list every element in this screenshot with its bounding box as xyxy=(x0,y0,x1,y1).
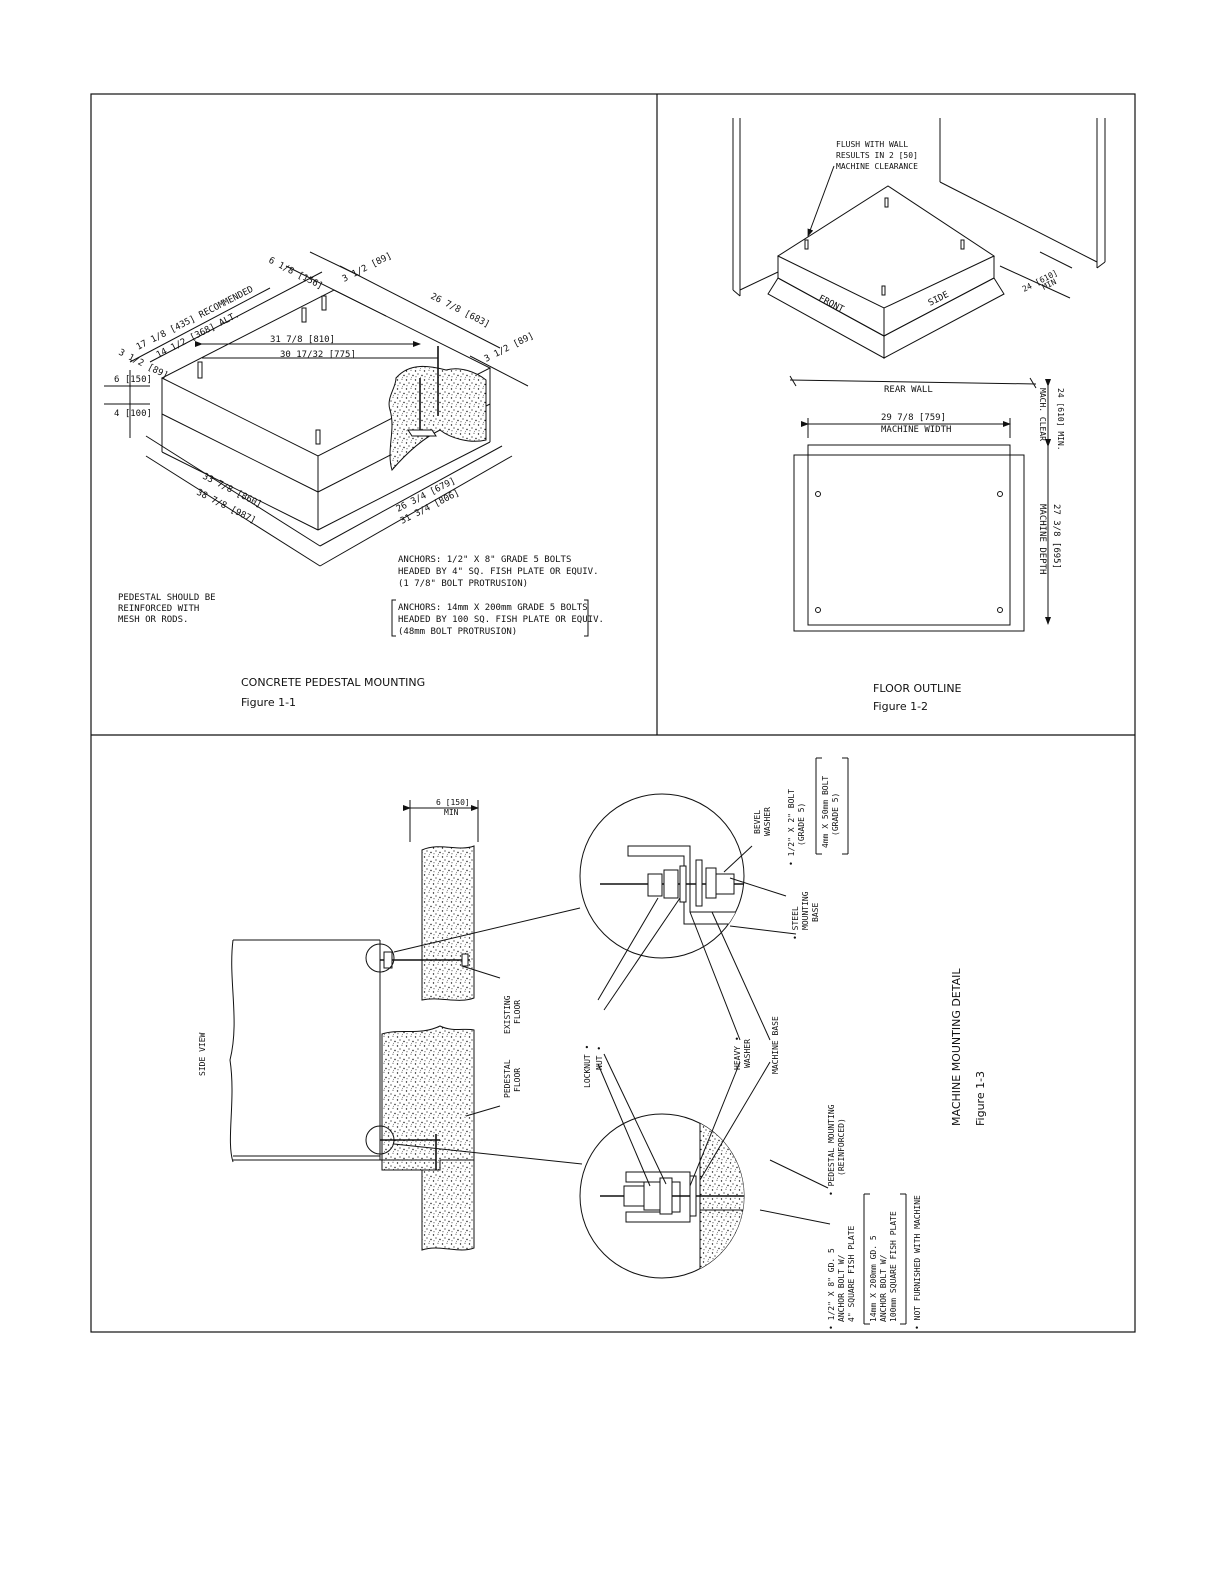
pedestal-block xyxy=(160,289,492,531)
figure-1-3-mounting-detail: 6 [150] MIN SIDE VIEW EXISTING FLOOR xyxy=(198,757,987,1330)
dim-4: 4 [100] xyxy=(114,409,152,419)
min-6-label: MIN xyxy=(444,808,459,817)
machine-width-label: MACHINE WIDTH xyxy=(881,425,951,435)
machine-break-line xyxy=(229,939,235,1163)
svg-text:FLUSH WITH WALL: FLUSH WITH WALL xyxy=(836,140,908,149)
min-24-dimension: 24 [610] MIN xyxy=(999,251,1073,299)
anchors-metric-note: ANCHORS: 14mm X 200mm GRADE 5 BOLTS HEAD… xyxy=(391,599,604,637)
svg-text:MESH OR RODS.: MESH OR RODS. xyxy=(118,615,188,625)
detail-leaders xyxy=(597,845,831,1225)
anchor-imperial-line-3: 4" SQUARE FISH PLATE xyxy=(847,1225,856,1322)
side-view-label: SIDE VIEW xyxy=(198,1032,207,1076)
pedestal-floor-line-2: FLOOR xyxy=(513,1068,522,1092)
pedestal-reinforce-note: PEDESTAL SHOULD BE REINFORCED WITH MESH … xyxy=(118,593,216,625)
machine-width-value: 29 7/8 [759] xyxy=(881,413,946,423)
dim-30-17-32: 30 17/32 [775] xyxy=(280,350,356,360)
anchor-metric-line-2: ANCHOR BOLT W/ xyxy=(879,1254,888,1322)
anchor-metric-line-3: 100mm SQUARE FISH PLATE xyxy=(889,1211,898,1322)
machine-base-iso: FRONT SIDE xyxy=(767,185,1005,359)
mach-clear-label: MACH. CLEAR xyxy=(1038,388,1047,441)
bevel-washer-line-2: WASHER xyxy=(763,807,772,836)
svg-text:PEDESTAL SHOULD BE: PEDESTAL SHOULD BE xyxy=(118,593,216,603)
floor-plan: REAR WALL 24 [610] MIN. MACH. CLEAR 29 7… xyxy=(789,375,1065,632)
locknut-label: LOCKNUT • xyxy=(583,1045,592,1088)
figure-1-1-number: Figure 1-1 xyxy=(241,696,296,709)
detail-circle-upper xyxy=(579,793,745,959)
nut-label: NUT • xyxy=(595,1046,604,1070)
svg-text:ANCHORS: 1/2" X 8" GRADE 5 BOL: ANCHORS: 1/2" X 8" GRADE 5 BOLTS xyxy=(398,555,571,565)
side-label: SIDE xyxy=(927,290,951,309)
dim-6: 6 [150] xyxy=(114,375,152,385)
floor-outline-outer xyxy=(793,454,1025,632)
svg-text:ANCHORS: 14mm X 200mm GRADE 5: ANCHORS: 14mm X 200mm GRADE 5 BOLTS xyxy=(398,603,588,613)
anchor-metric-line-1: 14mm X 200mm GD. 5 xyxy=(869,1235,878,1322)
detail-labels: LOCKNUT • NUT • HEAVY • WASHER MACHINE B… xyxy=(583,757,922,1330)
bolt-imperial-line-1: • 1/2" X 2" BOLT xyxy=(787,789,796,866)
steel-base-line-1: • STEEL xyxy=(791,906,800,940)
front-label: FRONT xyxy=(817,294,846,315)
rear-wall-label: REAR WALL xyxy=(884,385,933,395)
bolt-metric-line-1: 4mm X 50mm BOLT xyxy=(821,776,830,848)
floor-outline-inner xyxy=(807,444,1011,626)
pedestal-dimension-lines xyxy=(104,251,529,567)
bevel-washer-line-1: BEVEL xyxy=(753,810,762,834)
mach-clear-min: 24 [610] MIN. xyxy=(1056,388,1065,451)
dim-3-1-2-right: 3 1/2 [89] xyxy=(483,331,536,365)
detail-circle-lower xyxy=(579,1113,745,1279)
figure-1-1-pedestal: 6 1/8 [156] 3 1/2 [89] 26 7/8 [683] 17 1… xyxy=(104,251,604,709)
sheet-frame xyxy=(90,93,1136,1333)
figure-1-3-number: Figure 1-3 xyxy=(974,1071,987,1126)
anchors-imperial-note: ANCHORS: 1/2" X 8" GRADE 5 BOLTS HEADED … xyxy=(398,555,598,589)
existing-floor-slab xyxy=(421,845,475,1001)
figure-1-2-title: FLOOR OUTLINE xyxy=(873,682,962,695)
pedestal-block xyxy=(381,1025,475,1171)
existing-floor-line-1: EXISTING xyxy=(503,995,512,1034)
side-view-section: 6 [150] MIN SIDE VIEW EXISTING FLOOR xyxy=(198,798,583,1251)
svg-text:MACHINE CLEARANCE: MACHINE CLEARANCE xyxy=(836,162,918,171)
svg-text:REINFORCED WITH: REINFORCED WITH xyxy=(118,604,199,614)
svg-text:(48mm BOLT PROTRUSION): (48mm BOLT PROTRUSION) xyxy=(398,627,517,637)
pedestal-mounting-line-2: (REINFORCED) xyxy=(837,1118,846,1176)
min-6-value: 6 [150] xyxy=(436,798,470,807)
anchor-imperial-line-1: • 1/2" X 8" GD. 5 xyxy=(827,1248,836,1330)
svg-text:HEADED BY 100 SQ. FISH PLATE O: HEADED BY 100 SQ. FISH PLATE OR EQUIV. xyxy=(398,615,604,625)
dim-31-7-8: 31 7/8 [810] xyxy=(270,335,335,345)
svg-text:RESULTS IN 2 [50]: RESULTS IN 2 [50] xyxy=(836,151,918,160)
figure-1-1-title: CONCRETE PEDESTAL MOUNTING xyxy=(241,676,425,689)
pedestal-mounting-line-1: • PEDESTAL MOUNTING xyxy=(827,1104,836,1196)
bolt-metric-line-2: (GRADE 5) xyxy=(831,793,840,836)
steel-base-line-3: BASE xyxy=(811,903,820,922)
flush-with-wall-note: FLUSH WITH WALL RESULTS IN 2 [50] MACHIN… xyxy=(807,140,918,237)
machine-depth-label: MACHINE DEPTH xyxy=(1037,504,1047,574)
figure-1-2-floor-outline: FRONT SIDE FLUSH WITH WALL RESULTS IN 2 … xyxy=(732,118,1106,713)
not-furnished-label: • NOT FURNISHED WITH MACHINE xyxy=(913,1195,922,1330)
figure-1-3-title: MACHINE MOUNTING DETAIL xyxy=(950,968,963,1126)
machine-base-label: MACHINE BASE xyxy=(771,1016,780,1074)
heavy-washer-line-1: HEAVY • xyxy=(733,1036,742,1070)
svg-text:(1 7/8" BOLT PROTRUSION): (1 7/8" BOLT PROTRUSION) xyxy=(398,579,528,589)
dim-26-7-8: 26 7/8 [683] xyxy=(429,292,491,330)
existing-floor-line-2: FLOOR xyxy=(513,1000,522,1024)
wall-corner-iso xyxy=(732,118,1106,297)
bolt-imperial-line-2: (GRADE 5) xyxy=(797,803,806,846)
steel-base-line-2: MOUNTING xyxy=(801,891,810,930)
lower-floor-slab xyxy=(421,1159,475,1251)
svg-text:HEADED BY 4" SQ. FISH PLATE OR: HEADED BY 4" SQ. FISH PLATE OR EQUIV. xyxy=(398,567,598,577)
figure-1-2-number: Figure 1-2 xyxy=(873,700,928,713)
anchor-imperial-line-2: ANCHOR BOLT W/ xyxy=(837,1254,846,1322)
pedestal-floor-line-1: PEDESTAL xyxy=(503,1059,512,1098)
heavy-washer-line-2: WASHER xyxy=(743,1039,752,1068)
machine-depth-value: 27 3/8 [695] xyxy=(1051,504,1061,569)
